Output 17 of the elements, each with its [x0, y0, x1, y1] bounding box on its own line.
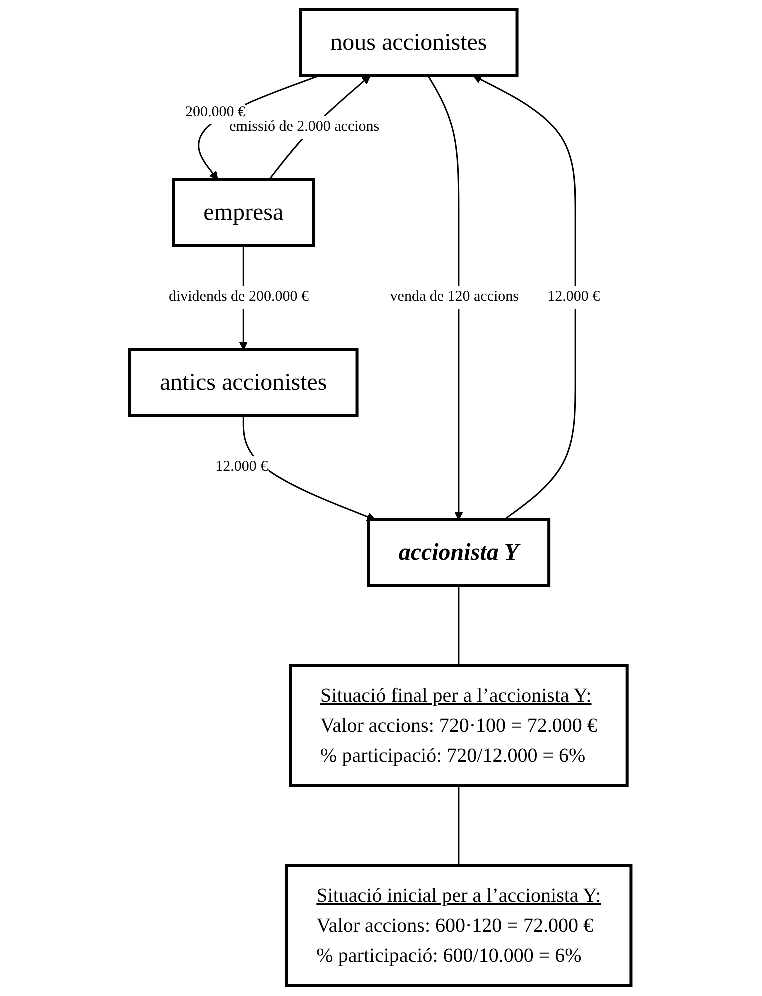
- edge-label: emissió de 2.000 accions: [230, 119, 380, 135]
- node-box: antics accionistes: [128, 348, 360, 418]
- node-box: empresa: [172, 178, 316, 248]
- arrow: [428, 76, 464, 520]
- node-box: accionista Y: [368, 518, 551, 588]
- edge-label: 12.000 €: [548, 289, 600, 305]
- connector: [458, 586, 460, 666]
- arrow: [474, 76, 577, 521]
- edge-label: dividends de 200.000 €: [169, 289, 310, 305]
- connector: [458, 786, 460, 866]
- node-box: Situació final per a l’accionista Y: Valor accions: 720·100 = 72.000 € % participació: 720/12.000 = 6%: [289, 664, 630, 788]
- edge-label: 200.000 €: [186, 104, 246, 120]
- edge-label: 12.000 €: [216, 459, 269, 475]
- node-box: Situació inicial per a l’accionista Y: Valor accions: 600·120 = 72.000 € % participació: 600/10.000 = 6%: [286, 864, 634, 988]
- edge-label: venda de 120 accions: [390, 289, 520, 305]
- arrow: [243, 416, 376, 522]
- node-box: nous accionistes: [300, 8, 520, 78]
